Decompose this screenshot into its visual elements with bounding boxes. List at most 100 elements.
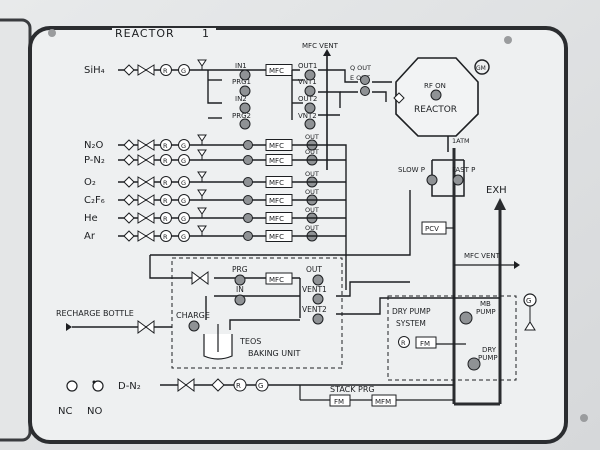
pressure-gauge-icon (178, 212, 190, 224)
q-out-valve[interactable] (360, 75, 370, 85)
regulator-label: R (163, 233, 168, 241)
mfc-box (265, 139, 293, 151)
manual-valve-a[interactable] (137, 194, 147, 206)
manual-valve-b[interactable] (145, 212, 155, 224)
dn2-g-gauge (255, 378, 269, 392)
pressure-gauge-icon (178, 230, 190, 242)
recharge-valve-a[interactable] (137, 320, 147, 334)
fast-p-valve[interactable] (452, 174, 464, 186)
stack-fm-label: FM (334, 398, 344, 406)
gas-name: C₂F₆ (84, 195, 105, 206)
out1-label: OUT1 (298, 62, 317, 70)
charge-valve[interactable] (188, 320, 200, 332)
regulator-label: R (163, 179, 168, 187)
gauge-label: G (181, 233, 186, 241)
manual-valve-a[interactable] (137, 230, 147, 242)
out1-valve[interactable] (304, 69, 316, 81)
pressure-gauge-icon (178, 194, 190, 206)
nc-symbol (66, 380, 78, 392)
manual-valve-b[interactable] (145, 64, 155, 76)
teos-vent2-valve[interactable] (312, 313, 324, 325)
regulator-gauge-icon (160, 230, 172, 242)
mb-pump[interactable] (459, 311, 473, 325)
nc-label: NC (58, 406, 72, 417)
teos-out-valve[interactable] (312, 274, 324, 286)
stack-mfm-box (371, 394, 397, 407)
inlet-valve[interactable] (243, 213, 253, 223)
right-g-label: G (526, 297, 531, 305)
dn2-label: D-N₂ (118, 381, 141, 392)
screw-bottom-right (580, 414, 588, 422)
teos-label: TEOS (239, 337, 261, 346)
inlet-valve[interactable] (243, 231, 253, 241)
in1-valve[interactable] (239, 69, 251, 81)
inlet-valve[interactable] (243, 177, 253, 187)
exh-arrowhead (494, 198, 506, 210)
vnt1-valve[interactable] (304, 85, 316, 97)
teos-prg-valve[interactable] (234, 274, 246, 286)
panel-number: 1 (202, 27, 209, 40)
manual-valve-a[interactable] (137, 154, 147, 166)
prg1-valve[interactable] (239, 85, 251, 97)
atm-label: 1ATM (452, 137, 470, 145)
reactor-valve-symbol (393, 92, 405, 104)
prg2-valve[interactable] (239, 118, 251, 130)
out-label: OUT (305, 170, 319, 178)
rf-on-label: RF ON (424, 82, 446, 90)
mb-pump-label-1: MB (480, 300, 491, 308)
out2-valve[interactable] (304, 102, 316, 114)
dn2-r-label: R (236, 382, 241, 390)
dry-pump-label-2: PUMP (478, 354, 498, 362)
manual-valve-a[interactable] (137, 64, 147, 76)
dry-pump[interactable] (467, 357, 481, 371)
gauge-label: G (181, 142, 186, 150)
slow-p-valve[interactable] (426, 174, 438, 186)
check-valve-icon (123, 154, 135, 166)
teos-in-valve[interactable] (234, 294, 246, 306)
manual-valve-b[interactable] (145, 176, 155, 188)
manual-valve-b[interactable] (145, 230, 155, 242)
rf-on-indicator[interactable] (430, 89, 442, 101)
gas-name: O₂ (84, 177, 96, 188)
mfc-box (265, 176, 293, 188)
mfc-vent-arrowhead (323, 49, 331, 56)
teos-bypass-valve[interactable] (191, 271, 201, 285)
e-out-valve[interactable] (360, 86, 370, 96)
manual-valve-b[interactable] (145, 154, 155, 166)
manual-valve-b[interactable] (145, 139, 155, 151)
no-dot (92, 380, 96, 384)
vnt2-valve[interactable] (304, 118, 316, 130)
dry-pump-r-gauge (398, 336, 410, 348)
inlet-valve[interactable] (243, 195, 253, 205)
mfc-label: MFC (269, 215, 284, 223)
check-valve-icon (123, 139, 135, 151)
pressure-gauge-icon (178, 176, 190, 188)
regulator-gauge-icon (160, 176, 172, 188)
teos-bypass-valve-2[interactable] (199, 271, 209, 285)
in2-valve[interactable] (239, 102, 251, 114)
in1-label: IN1 (235, 62, 247, 70)
inlet-valve[interactable] (243, 155, 253, 165)
out-label: OUT (305, 188, 319, 196)
regulator-gauge-icon (160, 64, 172, 76)
dn2-valve-b[interactable] (185, 378, 195, 392)
manual-valve-b[interactable] (145, 194, 155, 206)
manual-valve-a[interactable] (137, 176, 147, 188)
e-out-label: E OUT (350, 74, 370, 82)
dry-pump-title: DRY PUMP (392, 307, 431, 316)
teos-vent1-valve[interactable] (312, 293, 324, 305)
dn2-valve-a[interactable] (177, 378, 187, 392)
filter-icon (197, 59, 207, 67)
inlet-valve[interactable] (243, 140, 253, 150)
gas-name: P-N₂ (84, 155, 105, 166)
mfc-label: MFC (269, 179, 284, 187)
recharge-valve-b[interactable] (145, 320, 155, 334)
manual-valve-a[interactable] (137, 212, 147, 224)
manual-valve-a[interactable] (137, 139, 147, 151)
reactor-mfc-vent-arrow (514, 261, 520, 269)
